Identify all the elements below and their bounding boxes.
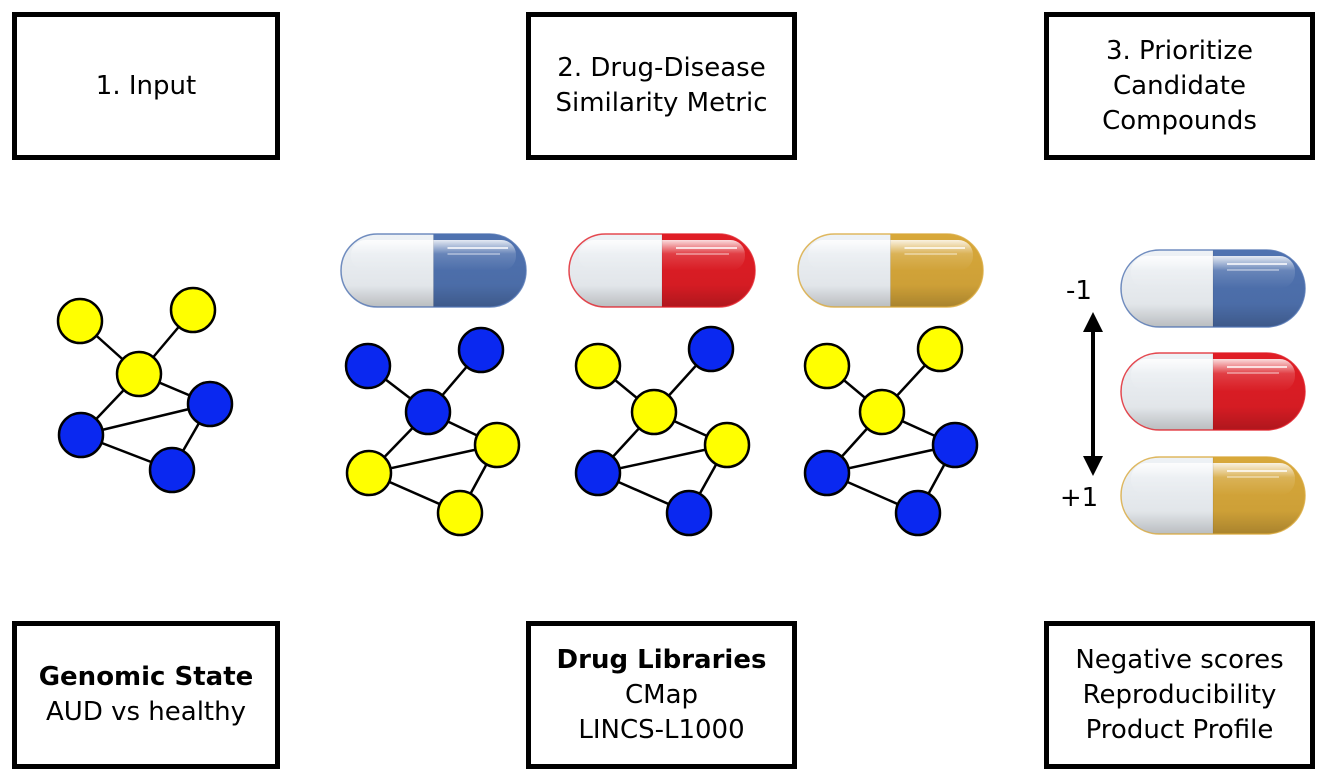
scale-top-label: -1: [1066, 276, 1092, 306]
drug-network-1-node-yellow: [436, 489, 484, 537]
drug-network-3-node-blue: [931, 421, 979, 469]
genomic-state-heading: Genomic State: [38, 662, 254, 692]
scale-bottom-label: +1: [1060, 483, 1098, 513]
criteria-line3: Product Profile: [1085, 714, 1274, 745]
step-prioritize-title-line2: Candidate: [1113, 70, 1246, 101]
drug-network-2-node-yellow: [630, 388, 678, 436]
genomic-state-box: Genomic State AUD vs healthy: [12, 621, 280, 769]
step-similarity-title-line2: Similarity Metric: [555, 88, 768, 118]
step-similarity-box: 2. Drug-Disease Similarity Metric: [526, 12, 797, 160]
disease-network-node-yellow: [169, 286, 217, 334]
step-input-box: 1. Input: [12, 12, 280, 160]
drug-network-2-node-yellow: [574, 342, 622, 390]
criteria-line2: Reproducibility: [1082, 679, 1277, 710]
disease-network-node-blue: [57, 411, 105, 459]
step-prioritize-title-line3: Compounds: [1102, 105, 1257, 136]
criteria-line1: Negative scores: [1075, 644, 1284, 675]
drug-network-2-node-blue: [574, 449, 622, 497]
prioritization-criteria-box: Negative scores Reproducibility Product …: [1044, 621, 1315, 769]
pill-blue-icon: [340, 233, 527, 308]
ranked-pill-blue-icon: [1120, 249, 1306, 328]
genomic-state-line1: AUD vs healthy: [46, 697, 246, 727]
drug-libraries-heading: Drug Libraries: [556, 644, 767, 675]
step-prioritize-title-line1: 3. Prioritize: [1105, 35, 1254, 66]
step-input-title: 1. Input: [95, 70, 197, 101]
drug-network-1-node-blue: [344, 342, 392, 390]
drug-network-1-node-yellow: [473, 421, 521, 469]
drug-network-3-node-yellow: [803, 342, 851, 390]
disease-network-node-blue: [148, 446, 196, 494]
drug-network-3-node-yellow: [858, 388, 906, 436]
drug-network-1: [344, 326, 521, 537]
drug-network-2-node-yellow: [703, 421, 751, 469]
drug-network-3-node-yellow: [916, 325, 964, 373]
disease-network: [56, 286, 234, 494]
drug-libraries-line2: LINCS-L1000: [578, 714, 745, 745]
step-prioritize-box: 3. Prioritize Candidate Compounds: [1044, 12, 1315, 160]
score-scale: -1 +1: [1060, 276, 1103, 513]
pill-gold-icon: [797, 233, 984, 308]
drug-libraries-line1: CMap: [624, 679, 699, 710]
drug-network-1-node-yellow: [345, 449, 393, 497]
drug-network-1-node-blue: [404, 388, 452, 436]
drug-network-2-node-blue: [687, 325, 735, 373]
ranked-pill-gold-icon: [1120, 456, 1306, 535]
drug-libraries-box: Drug Libraries CMap LINCS-L1000: [526, 621, 797, 769]
disease-network-node-yellow: [56, 297, 104, 345]
pill-red-icon: [568, 233, 756, 308]
drug-network-2: [574, 325, 751, 537]
drug-network-3: [803, 325, 979, 537]
drug-network-3-node-blue: [894, 489, 942, 537]
drug-network-3-node-blue: [803, 449, 851, 497]
disease-network-node-yellow: [115, 350, 163, 398]
disease-network-node-blue: [186, 380, 234, 428]
drug-network-2-node-blue: [665, 489, 713, 537]
ranked-pill-red-icon: [1120, 352, 1306, 431]
drug-network-1-node-blue: [457, 326, 505, 374]
step-similarity-title-line1: 2. Drug-Disease: [557, 53, 766, 83]
